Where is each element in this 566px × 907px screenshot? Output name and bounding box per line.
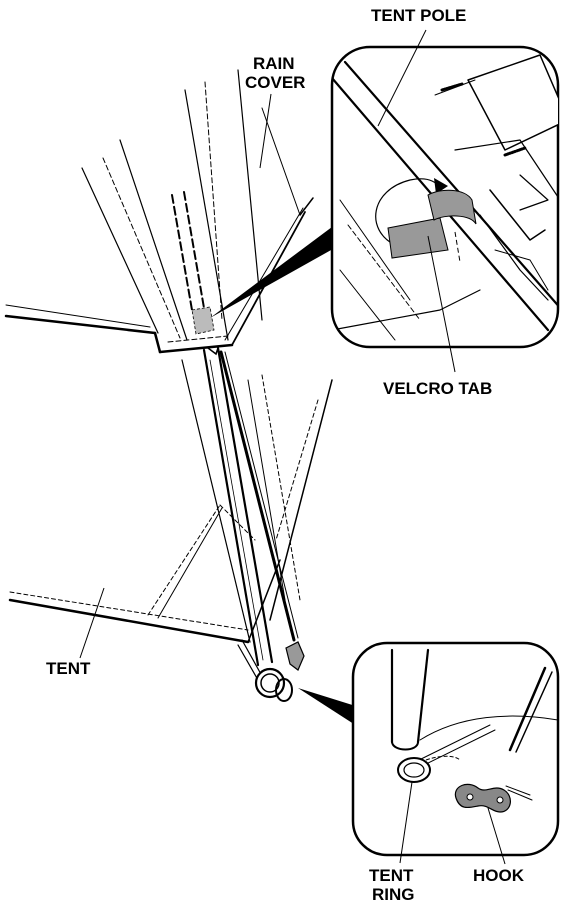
rain-cover-drawing (4, 69, 314, 354)
tent-ring-hook-main (254, 641, 305, 702)
leader-lines (79, 29, 506, 865)
leader-hook (487, 807, 506, 865)
velcro-tab-small (191, 306, 215, 335)
label-rain-cover-line2: COVER (245, 73, 305, 92)
leader-rain-cover (259, 93, 272, 169)
tent-body-drawing (8, 359, 333, 681)
label-velcro-tab: VELCRO TAB (383, 379, 492, 398)
label-tent-ring-line2: RING (372, 885, 415, 904)
label-tent-pole: TENT POLE (371, 6, 466, 25)
leader-velcro-tab (427, 235, 456, 373)
callout-pointer-top (210, 224, 340, 318)
label-hook: HOOK (473, 866, 525, 885)
label-tent-ring-line1: TENT (369, 866, 414, 885)
tent-pole-drawing (202, 346, 299, 667)
ring-hook-detail-callout (351, 641, 560, 857)
velcro-detail-callout (330, 45, 560, 349)
leader-tent-ring (399, 781, 413, 864)
leader-tent (79, 587, 105, 659)
label-tent: TENT (46, 659, 91, 678)
label-rain-cover-line1: RAIN (253, 54, 295, 73)
callout-pointer-bottom (298, 688, 362, 728)
leader-tent-pole (377, 29, 427, 127)
